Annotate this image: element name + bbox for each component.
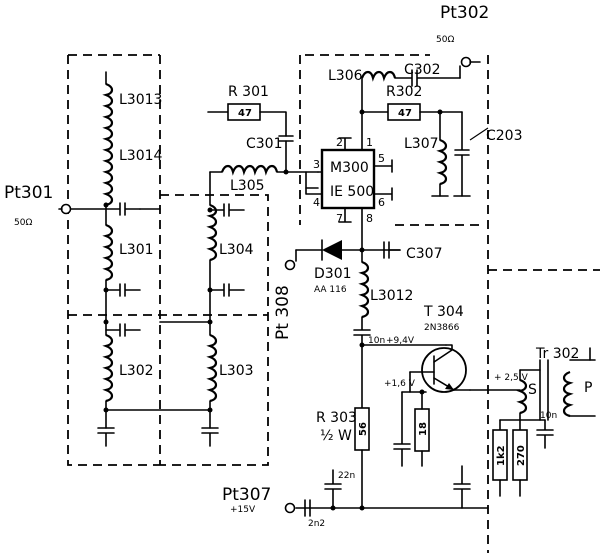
l303-label: L303 <box>219 363 254 379</box>
l307-label: L307 <box>404 136 439 152</box>
c301-label: C301 <box>246 136 283 152</box>
transformer-tr302 <box>469 347 596 497</box>
pt307-voltage: +15V <box>230 505 256 515</box>
c10n-b-label: 10n <box>540 411 557 421</box>
l3014-label: L3014 <box>119 148 163 164</box>
t304-label: T 304 <box>423 304 464 320</box>
voltage-2-5: + 2,5 V <box>494 373 529 383</box>
pt301-label: Pt301 <box>4 183 53 203</box>
l302-label: L302 <box>119 363 154 379</box>
module-pin1: 1 <box>366 136 373 149</box>
t304-type: 2N3866 <box>424 323 460 333</box>
transistor-t304 <box>359 342 471 467</box>
l3013-label: L3013 <box>119 92 162 108</box>
module-pin5: 5 <box>378 152 385 165</box>
module-line2: IE 500 <box>330 184 374 200</box>
r303-value: 56 <box>358 422 369 436</box>
l306-label: L306 <box>328 68 363 84</box>
c22n-label: 22n <box>338 471 355 481</box>
pt302-label: Pt302 <box>440 3 489 23</box>
l304-label: L304 <box>219 242 254 258</box>
module-pin3: 3 <box>313 158 320 171</box>
c2n2-label: 2n2 <box>308 519 325 529</box>
module-pin6: 6 <box>378 196 385 209</box>
d301-label: D301 <box>314 266 352 282</box>
c203-label: C203 <box>486 128 523 144</box>
r302-label: R302 <box>386 84 422 100</box>
tr302-secondary: S <box>528 382 537 398</box>
d301-type: AA 116 <box>314 285 347 295</box>
c10n-a-label: 10n <box>368 336 385 346</box>
tr302-label: Tr 302 <box>535 346 579 362</box>
r301-c301-network <box>207 103 294 175</box>
voltage-1-6: +1,6 V <box>384 379 416 389</box>
l305-label: L305 <box>230 178 265 194</box>
r270-value: 270 <box>516 445 527 466</box>
labels: Pt301 50Ω Pt302 50Ω Pt307 +15V Pt 308 L3… <box>4 3 592 529</box>
voltage-9-4: +9,4V <box>386 336 415 346</box>
pt307-label: Pt307 <box>222 485 271 505</box>
module-pin7: 7 <box>336 212 343 225</box>
module-pin8: 8 <box>366 212 373 225</box>
pt302-impedance: 50Ω <box>436 35 454 45</box>
diode-and-choke <box>284 239 401 346</box>
r302-value: 47 <box>398 108 412 119</box>
c307-label: C307 <box>406 246 443 262</box>
l301-label: L301 <box>119 242 154 258</box>
module-m300 <box>305 111 393 251</box>
c302-label: C302 <box>404 62 441 78</box>
r303-rating: ½ W <box>320 428 352 444</box>
r303-label: R 303 <box>316 410 357 426</box>
pt301-impedance: 50Ω <box>14 218 32 228</box>
module-line1: M300 <box>330 160 369 176</box>
middle-inductor-chain <box>159 164 319 447</box>
tr302-primary: P <box>584 380 592 396</box>
l3012-label: L3012 <box>370 288 413 304</box>
r1k2-value: 1k2 <box>496 445 507 466</box>
module-pin4: 4 <box>313 196 320 209</box>
r301-value: 47 <box>238 108 252 119</box>
pt308-label: Pt 308 <box>273 285 293 340</box>
supply-network <box>284 344 489 517</box>
left-inductor-chain <box>58 71 211 447</box>
module-pin2: 2 <box>336 136 343 149</box>
r18-value: 18 <box>418 422 429 436</box>
shield-boundaries <box>67 54 600 553</box>
r301-label: R 301 <box>228 84 269 100</box>
output-network <box>359 56 489 197</box>
